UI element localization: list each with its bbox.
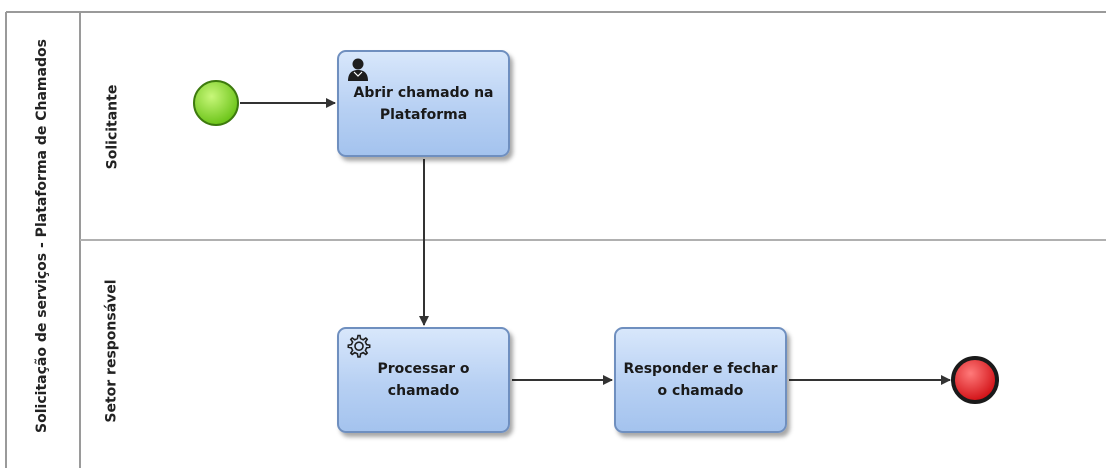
lane-label-setor-responsavel: Setor responsável: [90, 242, 134, 460]
lane-label-text: Solicitante: [104, 84, 121, 170]
task-label: Processar o chamado: [377, 361, 470, 399]
task-processar-chamado[interactable]: Processar o chamado: [337, 327, 510, 433]
task-label: Responder e fechar o chamado: [623, 361, 778, 399]
pool-label: Solicitação de serviços - Plataforma de …: [22, 12, 62, 460]
task-responder-fechar-chamado[interactable]: Responder e fechar o chamado: [614, 327, 787, 433]
pool-label-text: Solicitação de serviços - Plataforma de …: [34, 39, 51, 433]
task-abrir-chamado[interactable]: Abrir chamado na Plataforma: [337, 50, 510, 157]
lane-label-solicitante: Solicitante: [90, 14, 134, 240]
gear-icon: [347, 334, 371, 358]
lane-label-text: Setor responsável: [104, 279, 120, 423]
start-event[interactable]: [193, 80, 239, 126]
user-icon: [348, 58, 368, 81]
end-event[interactable]: [951, 356, 999, 404]
task-label: Abrir chamado na Plataforma: [353, 84, 494, 123]
